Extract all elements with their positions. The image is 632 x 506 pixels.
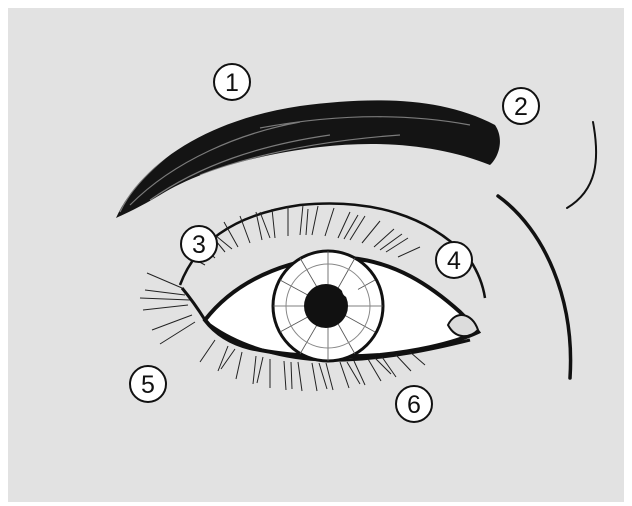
callout-3: 3: [181, 226, 217, 262]
callout-6-label: 6: [407, 391, 421, 419]
callout-5-label: 5: [141, 371, 155, 399]
outer-corner: [182, 288, 205, 320]
callout-4-label: 4: [447, 247, 461, 275]
callout-2-label: 2: [514, 93, 528, 121]
callout-5: 5: [130, 366, 166, 402]
outer-corner-lashes: [140, 273, 195, 344]
nose-bridge-contour: [498, 196, 571, 378]
pupil-highlight: [342, 282, 358, 298]
callout-1-label: 1: [225, 69, 239, 97]
callout-6: 6: [396, 386, 432, 422]
callout-2: 2: [503, 88, 539, 124]
eyebrow: [116, 100, 500, 218]
nose-contour: [567, 122, 596, 208]
callout-1: 1: [214, 64, 250, 100]
callout-4: 4: [436, 242, 472, 278]
callout-3-label: 3: [192, 231, 206, 259]
pupil: [304, 284, 348, 328]
